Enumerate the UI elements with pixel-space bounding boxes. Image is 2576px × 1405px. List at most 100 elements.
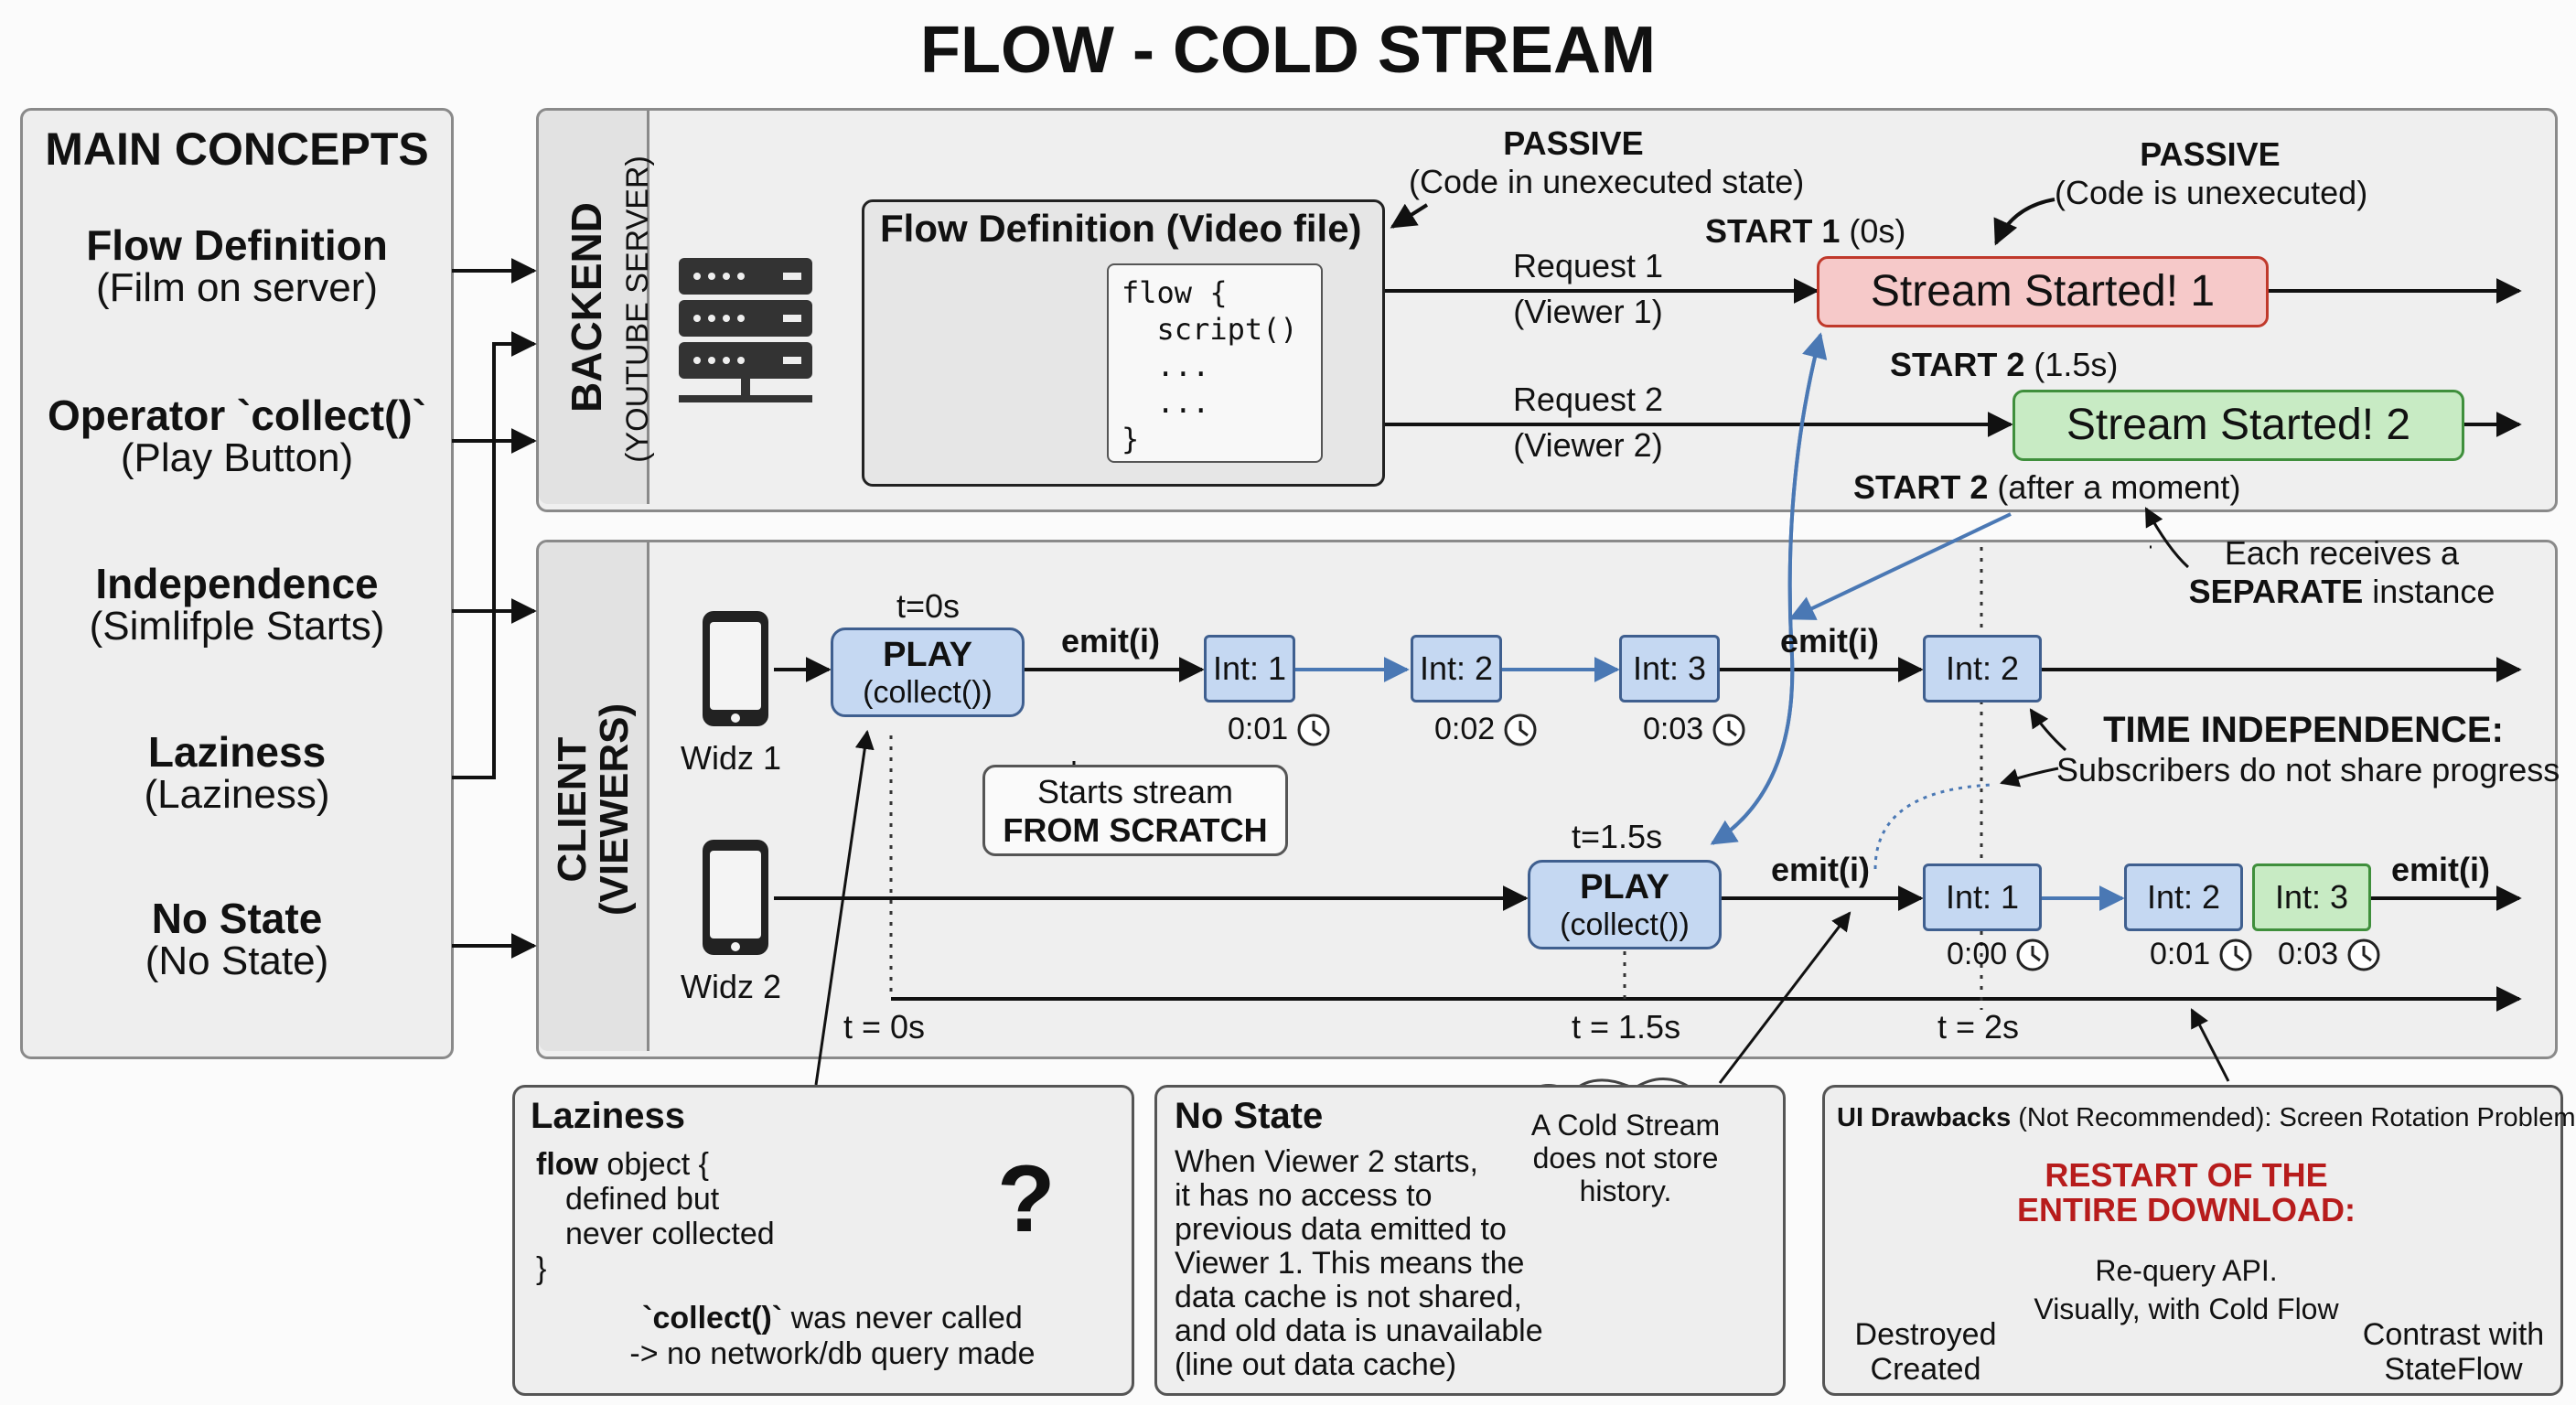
laziness-line1: object { [597,1147,709,1182]
row2-time-3: 0:03 [2278,937,2339,971]
row1-time-2: 0:02 [1434,712,1496,746]
nostate-line: Viewer 1. This means the [1175,1246,1525,1281]
contrast-line2: StateFlow [2384,1352,2523,1387]
client-label-strip [539,542,649,1051]
start1-rest: (0s) [1840,212,1906,250]
ui-title-rest: (Not Recommended): Screen Rotation Probl… [2011,1103,2576,1132]
viewer2-text: (Viewer 2) [1513,426,1663,464]
row1-int-2: Int: 2 [1411,635,1502,702]
nostate-line: previous data emitted to [1175,1212,1507,1247]
concept-independence: Independence (Simlifple Starts) [22,562,452,648]
start1-bold: START 1 [1705,212,1841,250]
page-title: FLOW - COLD STREAM [920,14,1656,87]
clock-icon [2347,938,2380,971]
clock-icon [1712,713,1745,746]
play-label: PLAY [883,636,972,674]
nostate-line: and old data is unavailable [1175,1314,1543,1348]
nostate-line: it has no access to [1175,1178,1433,1213]
start2-to-row1-arrow [1788,512,2012,620]
laziness-foot1: was never called [782,1301,1023,1335]
destroyed-text: Destroyed [1854,1317,1997,1352]
row1-time-1: 0:01 [1228,712,1289,746]
scratch-line2: FROM SCRATCH [1003,811,1268,849]
restart-line2: ENTIRE DOWNLOAD: [2017,1191,2356,1228]
time-indep-title: TIME INDEPENDENCE: [2103,710,2504,750]
code-text: flow { script() ... ... } [1122,275,1298,456]
time-independence-label: TIME INDEPENDENCE: Subscribers do not sh… [2056,710,2560,789]
request2-label: Request 2 (Viewer 2) [1469,381,1707,465]
concept-flow-definition: Flow Definition (Film on server) [22,223,452,309]
main-concepts-heading: MAIN CONCEPTS [45,123,429,175]
separate-instance-label: Each receives a SEPARATE instance [2177,534,2506,611]
concept-name: Laziness [147,728,327,776]
collect-label: (collect()) [863,675,993,710]
row1-int-1: Int: 1 [1204,635,1295,702]
request2-text: Request 2 [1512,381,1664,418]
axis-t2: t = 2s [1937,1008,2020,1046]
laziness-line2: defined but [565,1182,720,1217]
widz2-label: Widz 2 [681,968,782,1005]
row1-int-3: Int: 3 [1619,635,1720,702]
row2-time-1: 0:00 [1947,937,2008,971]
clock-icon [2016,938,2049,971]
passive1-arrow [1390,203,1429,229]
concept-sub: (Laziness) [144,772,330,818]
start2b-label: START 2 (after a moment) [1853,468,2240,507]
clock-icons [1297,713,2380,971]
play-label: PLAY [1580,868,1669,906]
laziness-foot2: -> no network/db query made [629,1336,1036,1371]
client-panel [536,540,2558,1059]
contrast-line1: Contrast with [2362,1317,2545,1352]
start2-label: START 2 (1.5s) [1890,346,2118,384]
concept-sub: (Film on server) [95,265,379,311]
passive1-sub: (Code in unexecuted state) [1409,163,1805,200]
separate-line1: Each receives a [2224,534,2460,572]
scratch-line1: Starts stream [1036,773,1234,810]
ui-drawbacks-callout [1822,1085,2563,1396]
stream-started-1: Stream Started! 1 [1817,256,2269,327]
emit-label-1: emit(i) [1061,622,1160,660]
row2-int-2: Int: 2 [2124,863,2243,931]
emit-label-2: emit(i) [1780,622,1879,660]
concept-no-state: No State (No State) [22,896,452,982]
laziness-callout [512,1085,1134,1396]
start1-to-viewer2-arrow [1710,334,1822,845]
ui-drawbacks-title: UI Drawbacks (Not Recommended): Screen R… [1837,1103,2576,1133]
nostate-line: When Viewer 2 starts, [1175,1144,1478,1179]
separate-rest: instance [2363,573,2496,610]
concept-name: Operator `collect()` [47,391,427,439]
restart-label: RESTART OF THE ENTIRE DOWNLOAD: [1983,1158,2389,1228]
axis-t0: t = 0s [843,1008,926,1046]
code-block: flow { script() ... ... } [1107,263,1323,463]
passive2-arrow [1993,198,2055,246]
laziness-footer: `collect()` was never called -> no netwo… [549,1301,1116,1372]
row1-time-3: 0:03 [1643,712,1704,746]
play-button-1[interactable]: PLAY (collect()) [831,627,1025,717]
separate-bold: SEPARATE [2188,573,2364,610]
start1-label: START 1 (0s) [1705,212,1905,251]
cloud-line: does not store [1532,1142,1719,1174]
cloud-line: history. [1579,1174,1672,1207]
nostate-text: When Viewer 2 starts, it has no access t… [1175,1145,1543,1382]
clock-icon [2219,938,2252,971]
start2b-bold: START 2 [1853,468,1989,506]
question-mark: ? [997,1146,1056,1252]
laziness-flow: flow [536,1147,598,1182]
axis-t15: t = 1.5s [1572,1008,1681,1046]
passive1-label: PASSIVE (Code in unexecuted state) [1409,124,1805,201]
row2-time-2: 0:01 [2150,937,2211,971]
laziness-line4: } [536,1251,547,1286]
main-concepts-panel [20,108,454,1059]
cloud-line: A Cold Stream [1530,1109,1721,1142]
concept-sub: (Simlifple Starts) [89,604,385,649]
phone-icon-2 [703,840,768,955]
play-button-2[interactable]: PLAY (collect()) [1528,860,1722,949]
concept-sub: (No State) [145,938,329,984]
emit-label-4: emit(i) [2391,851,2490,888]
nostate-line: (line out data cache) [1175,1347,1457,1382]
laziness-line3: never collected [565,1217,775,1251]
ui-title-bold: UI Drawbacks [1837,1103,2012,1132]
nostate-title: No State [1175,1096,1324,1136]
emit-label-3: emit(i) [1771,851,1870,888]
requery-text: Re-query API. [2095,1254,2278,1287]
